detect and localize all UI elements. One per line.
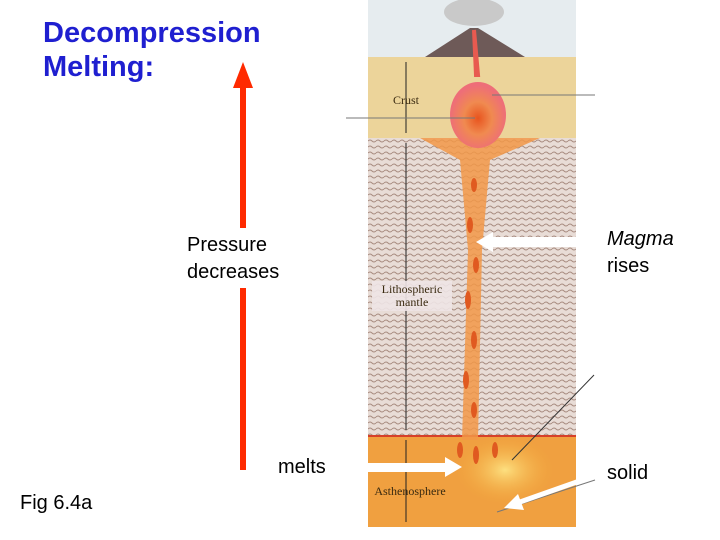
- white-arrows: [340, 232, 595, 510]
- melts-label: melts: [278, 456, 326, 478]
- magma-conduit: [420, 138, 540, 440]
- magma-chamber: [450, 82, 506, 148]
- crust-label: Crust: [393, 93, 420, 107]
- pressure-arrow: [180, 62, 310, 470]
- asthenosphere-label: Asthenosphere: [374, 484, 445, 498]
- lithospheric-label-1: Lithospheric: [382, 282, 443, 296]
- solid-label: solid: [607, 462, 649, 484]
- figure-label: Fig 6.4a: [20, 492, 93, 514]
- ash-cloud: [444, 0, 504, 26]
- leader-line-solid: [511, 374, 595, 461]
- lithospheric-label-2: mantle: [396, 295, 429, 309]
